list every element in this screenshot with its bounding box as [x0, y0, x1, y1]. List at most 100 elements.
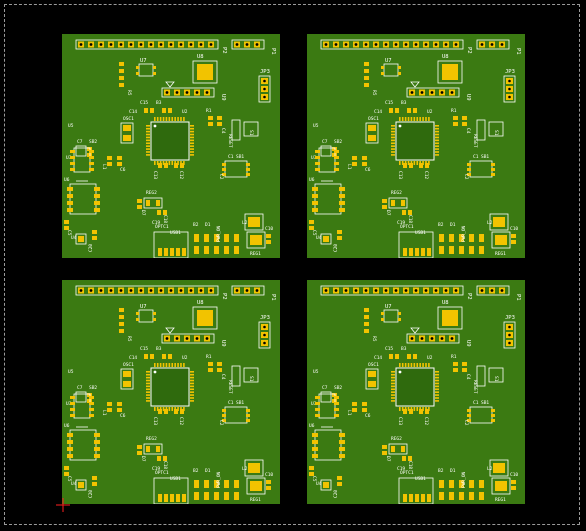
- silk-label-c2: C2: [463, 174, 469, 180]
- cap-c13: [164, 163, 168, 168]
- silk-label-r5: R5: [371, 90, 377, 96]
- cap-c20: [92, 236, 97, 240]
- smd-pad: [398, 318, 401, 321]
- smd-pad: [442, 310, 458, 326]
- diode-c7: [320, 391, 332, 403]
- cap-r1: [208, 368, 213, 372]
- cap-c18: [157, 210, 161, 215]
- inductor-l2: [244, 213, 264, 231]
- silk-label-c5: C5: [66, 476, 72, 482]
- silk-label-reg1: REG1: [250, 497, 261, 503]
- smd-pad: [427, 494, 431, 502]
- smd-pad: [250, 235, 262, 245]
- smd-pad: [467, 173, 471, 176]
- smd-pad: [401, 200, 405, 206]
- silk-label-c7: C7: [77, 139, 83, 145]
- cap-c10: [511, 234, 516, 238]
- inductor-l1: [107, 162, 112, 166]
- smd-pad: [312, 187, 318, 191]
- silk-label-b3: B3: [156, 346, 162, 352]
- smd-pad: [170, 494, 174, 502]
- silk-label-d1: D1: [205, 222, 211, 228]
- smd-pad: [246, 409, 250, 412]
- smd-pad: [339, 194, 345, 198]
- cap-c10: [511, 240, 516, 244]
- diode-d7: [137, 451, 142, 455]
- silk-label-u3: U3: [66, 155, 72, 161]
- silk-label-c15: C15: [140, 346, 148, 352]
- silk-label-r5: R5: [126, 336, 132, 342]
- resistor-pad: [119, 76, 124, 80]
- silk-label-c13: C13: [152, 417, 158, 425]
- diode-d7: [137, 205, 142, 209]
- silk-label-r1: R1: [451, 108, 457, 114]
- silk-label-u9: U9: [465, 340, 471, 347]
- silk-label-u4: U4: [316, 235, 322, 241]
- silk-label-r1: R1: [206, 108, 212, 114]
- cap-b3: [162, 108, 166, 113]
- cap-c6: [362, 156, 367, 160]
- silk-label-reset: RESET: [472, 134, 478, 148]
- smd-pad: [246, 419, 250, 422]
- cap-c5: [64, 220, 69, 224]
- smd-pad: [332, 147, 337, 151]
- cap-c18: [402, 456, 406, 461]
- smd-pad: [421, 248, 425, 256]
- smd-pad: [409, 494, 413, 502]
- smd-pad: [182, 248, 186, 256]
- silk-label-reg2: REG2: [146, 436, 157, 442]
- regulator-reg2: [143, 443, 163, 455]
- cap-b3: [407, 354, 411, 359]
- silk-label-u8: U8: [442, 54, 449, 60]
- triangle-marker-icon: [410, 327, 420, 334]
- smd-pad: [469, 492, 474, 500]
- cap-c5: [64, 466, 69, 470]
- cap-c13: [164, 409, 168, 414]
- smd-pad: [459, 234, 464, 242]
- cap-c4: [462, 116, 467, 120]
- resistor-pad: [364, 329, 369, 333]
- silk-label-c19: C19: [152, 466, 160, 472]
- smd-pad: [94, 433, 100, 437]
- smd-pad: [495, 481, 507, 491]
- silk-label-pwr_on: PWR_ON: [461, 471, 467, 488]
- smd-pad: [234, 480, 239, 488]
- silk-label-p1: P1: [515, 294, 521, 301]
- diode-d7: [382, 199, 387, 203]
- smd-pad: [246, 173, 250, 176]
- smd-pad: [491, 163, 495, 166]
- smd-pad: [421, 494, 425, 502]
- cap-c6: [117, 156, 122, 160]
- silk-label-c6: C6: [120, 413, 126, 419]
- silk-label-u4: U4: [71, 235, 77, 241]
- silk-label-b3: B3: [401, 100, 407, 106]
- diode-d7: [382, 205, 387, 209]
- silk-label-usb1: USB1: [415, 230, 426, 236]
- silk-label-sb1: SB1: [236, 400, 244, 406]
- regulator-reg1: [246, 477, 266, 495]
- cap-c15: [150, 108, 154, 113]
- smd-pad: [146, 200, 150, 206]
- smd-pad: [153, 318, 156, 321]
- silk-label-c13: C13: [397, 417, 403, 425]
- silk-label-d7: D7: [140, 210, 146, 216]
- silk-label-reset: RESET: [227, 380, 233, 394]
- silk-label-c2: C2: [218, 420, 224, 426]
- jumper-jp3: [258, 321, 271, 349]
- inductor-l1: [352, 402, 357, 406]
- crystal-osc1: [365, 122, 379, 144]
- cap-b3: [168, 108, 172, 113]
- smd-pad: [491, 414, 495, 417]
- silk-label-d7: D7: [385, 456, 391, 462]
- cap-c13: [158, 409, 162, 414]
- cap-c13: [403, 409, 407, 414]
- cap-c6: [117, 408, 122, 412]
- silk-label-c7: C7: [322, 139, 328, 145]
- silk-label-c12: C12: [423, 417, 429, 425]
- inductor-l2: [244, 459, 264, 477]
- silk-label-c12: C12: [423, 171, 429, 179]
- silk-label-c10: C10: [265, 226, 273, 232]
- silk-label-c6: C6: [365, 413, 371, 419]
- smd-pad: [222, 409, 226, 412]
- inductor-l2: [489, 459, 509, 477]
